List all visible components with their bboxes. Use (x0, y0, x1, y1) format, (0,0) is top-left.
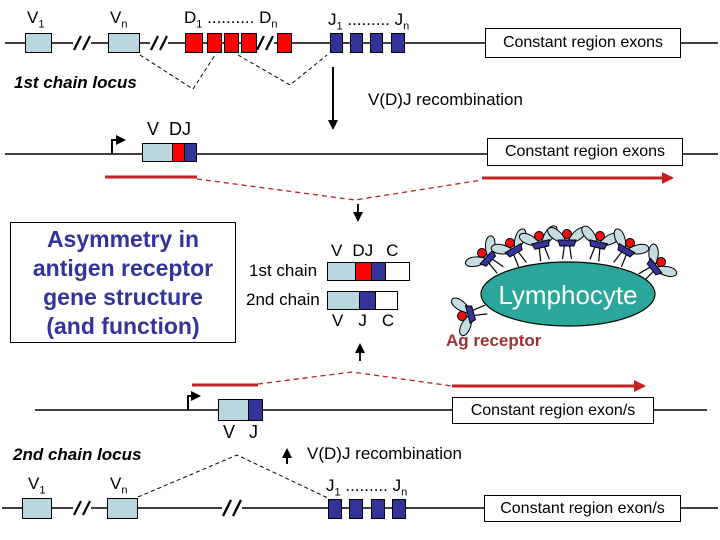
jn-exon-box (391, 33, 405, 53)
mrna-splice-dashes (196, 178, 483, 201)
mrna-splice-dashes (257, 371, 453, 387)
j-exon-box (328, 499, 342, 519)
first-chain-locus-label: 1st chain locus (14, 73, 137, 92)
promoter-arrow-icon (187, 391, 201, 410)
line-break-mark (73, 35, 91, 51)
j-segment (184, 143, 197, 162)
vj-rearranged-box (218, 399, 263, 421)
d-exon-box (207, 33, 222, 53)
jn-exon-box (392, 499, 406, 519)
v1-exon-box (22, 498, 52, 519)
slide-title: Asymmetry in antigen receptor gene struc… (10, 222, 236, 343)
vn-exon-box (107, 498, 138, 519)
promoter-arrow-icon (111, 135, 126, 154)
lymphocyte-cell (450, 224, 679, 337)
c-segment (375, 291, 398, 310)
j-segment (371, 262, 386, 281)
constant-region-box: Constant region exons (487, 138, 683, 166)
vdj-recombination-label-2: V(D)J recombination (307, 444, 462, 463)
recombination-loop-dashes (237, 54, 328, 86)
first-chain-row-label: 1st chain (249, 261, 318, 280)
d-exon-box (224, 33, 239, 53)
recombination-loop-dashes (139, 54, 216, 90)
c-segment (385, 262, 410, 281)
d-exon-box (185, 33, 203, 53)
v1-gene-label: V1 (28, 474, 46, 497)
v-segment (327, 262, 356, 281)
v-segment (218, 399, 249, 421)
line-break-mark (150, 35, 168, 51)
second-chain-row-label: 2nd chain (246, 290, 320, 309)
line-break-mark (73, 500, 91, 516)
dn-exon-box (277, 33, 292, 53)
j-genes-label: J1 ......... Jn (326, 476, 408, 499)
ag-receptor-label: Ag receptor (446, 331, 542, 350)
line-break-mark (256, 35, 274, 51)
constant-region-box: Constant region exon/s (484, 495, 681, 522)
first-chain-protein-bar (327, 262, 410, 281)
j-exon-box (349, 499, 363, 519)
vn-gene-label: Vn (110, 8, 128, 31)
antigen-receptor-icon (574, 224, 621, 266)
j-exon-box (370, 33, 383, 53)
v-segment (142, 143, 173, 162)
v1-gene-label: V1 (27, 8, 45, 31)
vn-gene-label: Vn (110, 474, 128, 497)
lymphocyte-label: Lymphocyte (498, 280, 638, 310)
v-segment (327, 291, 360, 310)
j-exon-box (350, 33, 363, 53)
v1-exon-box (25, 33, 52, 53)
j-exon-box (371, 499, 385, 519)
constant-region-box: Constant region exons (485, 28, 681, 58)
j-segment (248, 399, 263, 421)
d-segment (355, 262, 372, 281)
j-genes-label: J1 ......... Jn (328, 10, 410, 33)
vdj-rearranged-box (142, 143, 197, 162)
line-break-mark (221, 499, 243, 517)
j-exon-box (330, 33, 343, 53)
d-genes-label: D1 .......... Dn (184, 8, 278, 31)
j-segment (359, 291, 376, 310)
vdj-recombination-label-1: V(D)J recombination (368, 90, 523, 109)
lymphocyte-ellipse (480, 261, 656, 327)
constant-region-box: Constant region exon/s (452, 397, 654, 424)
antigen-receptor-icon (547, 227, 587, 260)
second-chain-locus-label: 2nd chain locus (13, 445, 142, 464)
d-exon-box (241, 33, 257, 53)
second-chain-protein-bar (327, 291, 398, 310)
recombination-loop-dashes (137, 454, 329, 499)
vn-exon-box (108, 33, 140, 53)
